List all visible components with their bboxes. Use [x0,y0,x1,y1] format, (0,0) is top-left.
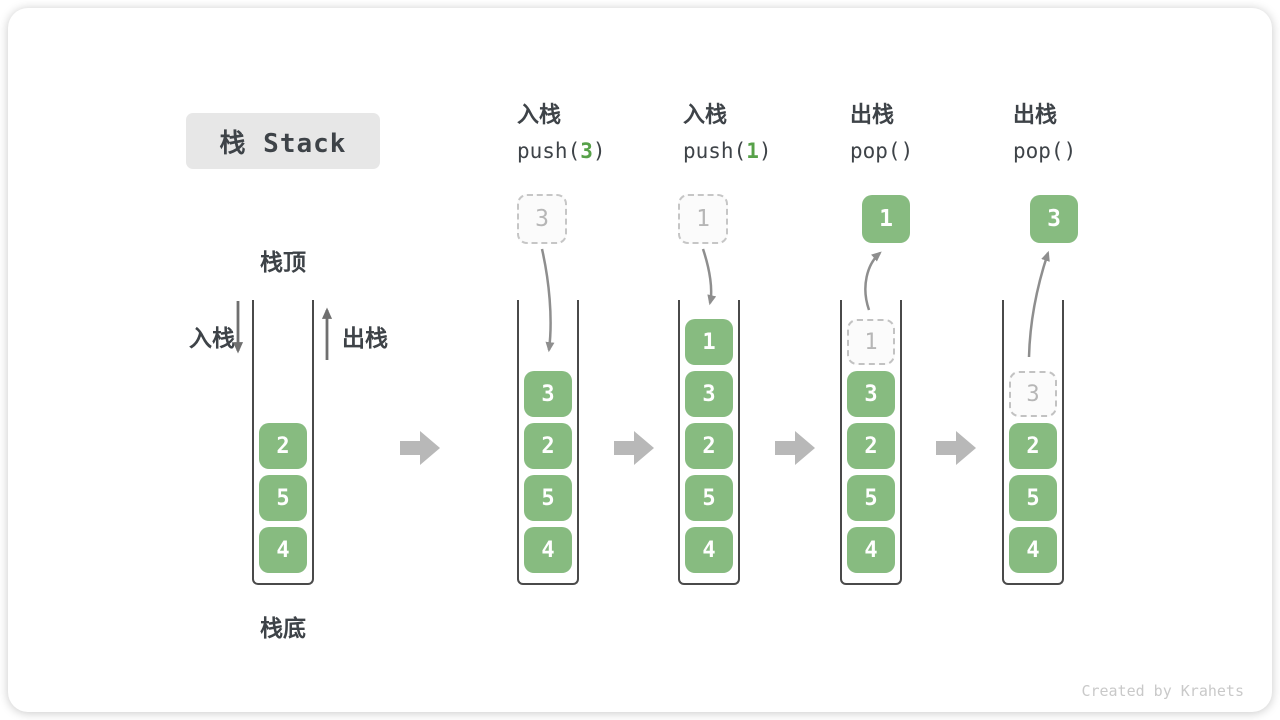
op-arg: 3 [580,139,593,163]
page-title: 栈 Stack [219,128,347,159]
stack-cell: 2 [524,423,572,469]
pop-side-label: 出栈 [342,325,388,351]
op-code-label: push(1) [683,139,772,163]
op-arg: 1 [746,139,759,163]
stack-cell: 5 [685,475,733,521]
stack-cell: 2 [259,423,307,469]
stack-cell: 2 [1009,423,1057,469]
op-label-pop-1: 出栈 pop() [850,100,913,164]
stack-cell: 1 [685,319,733,365]
stack-cell: 2 [685,423,733,469]
op-code-label: pop() [850,139,914,163]
stack-cell: 4 [259,527,307,573]
stack-cell-ghost: 1 [847,319,895,365]
popped-value-box: 3 [1030,195,1078,243]
stack-cell: 2 [847,423,895,469]
stack-cell-ghost: 3 [1009,371,1057,417]
stack-well-after-push-3: 3 2 5 4 [517,300,579,585]
watermark: Created by Krahets [1081,682,1244,700]
stack-cell: 5 [524,475,572,521]
stack-cell: 4 [524,527,572,573]
title-box: 栈 Stack [186,113,380,169]
op-label-pop-2: 出栈 pop() [1013,100,1076,164]
op-cn-label: 出栈 [1013,102,1058,127]
stack-cell: 3 [524,371,572,417]
stack-well-after-pop-2: 3 2 5 4 [1002,300,1064,585]
op-cn-label: 出栈 [850,102,895,127]
stack-well-after-push-1: 1 3 2 5 4 [678,300,740,585]
stack-top-label: 栈顶 [260,249,306,275]
stack-cell: 3 [685,371,733,417]
stack-cell: 4 [1009,527,1057,573]
op-cn-label: 入栈 [683,102,728,127]
stack-cell: 5 [1009,475,1057,521]
stack-cell: 5 [259,475,307,521]
stack-cell: 5 [847,475,895,521]
stack-cell: 4 [685,527,733,573]
stack-cell: 3 [847,371,895,417]
op-code-label: push(3) [517,139,606,163]
stack-well-after-pop-1: 1 3 2 5 4 [840,300,902,585]
op-label-push-1: 入栈 push(1) [683,100,772,164]
stack-cell: 4 [847,527,895,573]
push-side-label: 入栈 [189,325,235,351]
op-code-label: pop() [1013,139,1077,163]
popped-value-box: 1 [862,195,910,243]
incoming-value-box: 1 [678,194,728,244]
stack-well-initial: 2 5 4 [252,300,314,585]
incoming-value-box: 3 [517,194,567,244]
op-cn-label: 入栈 [517,102,562,127]
stack-bottom-label: 栈底 [260,615,306,641]
op-label-push-3: 入栈 push(3) [517,100,606,164]
